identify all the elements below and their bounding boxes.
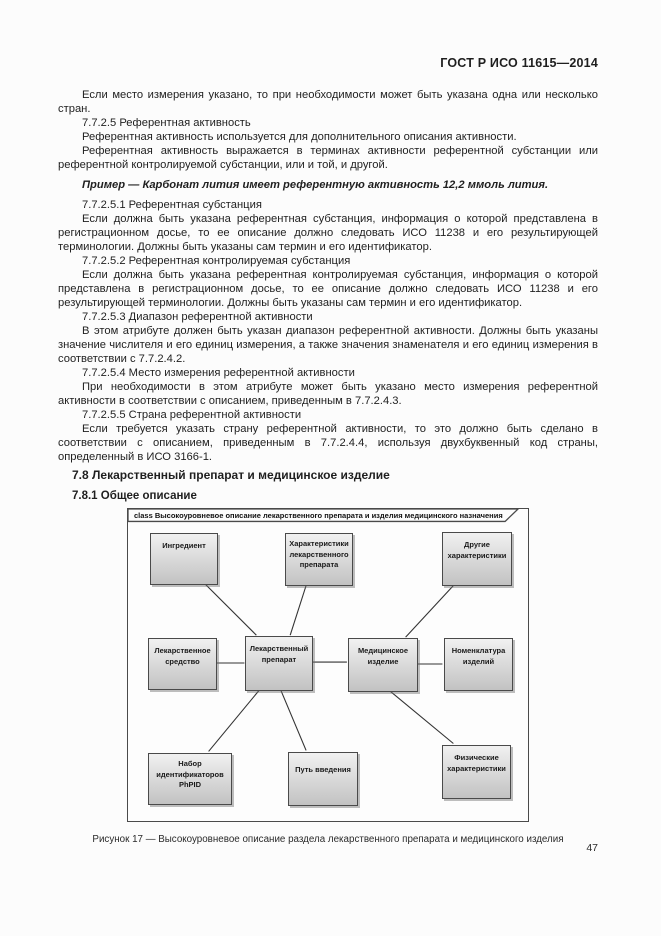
edge-device-physical: [389, 690, 454, 744]
section-heading-7-7-2-5-4: 7.7.2.5.4 Место измерения референтной ак…: [82, 367, 355, 379]
paragraph: Если место измерения указано, то при нео…: [58, 89, 598, 115]
diagram-node-drug-substance: Лекарственное средство: [148, 638, 217, 690]
paragraph: В этом атрибуте должен быть указан диапа…: [58, 325, 598, 365]
diagram-node-medicinal-product: Лекарственный препарат: [245, 636, 313, 691]
node-label: Физические характеристики: [447, 753, 506, 773]
example-note: Пример — Карбонат лития имеет референтну…: [82, 179, 549, 191]
section-heading-7-7-2-5-2: 7.7.2.5.2 Референтная контролируемая суб…: [82, 255, 351, 267]
edge-other-characteristics-device: [405, 584, 455, 638]
section-heading-7-8-1: 7.8.1 Общее описание: [72, 490, 197, 502]
diagram-node-route-of-administration: Путь введения: [288, 752, 358, 806]
section-heading-7-7-2-5-5: 7.7.2.5.5 Страна референтной активности: [82, 409, 302, 421]
section-heading-7-7-2-5-3: 7.7.2.5.3 Диапазон референтной активност…: [82, 311, 313, 323]
paragraph: Референтная активность используется для …: [82, 131, 517, 143]
diagram-node-medical-device: Медицинское изделие: [348, 638, 418, 692]
diagram-node-drug-characteristics: Характеристики лекарственного препарата: [285, 533, 353, 586]
diagram-frame-label: class Высокоуровневое описание лекарстве…: [134, 511, 503, 520]
edge-product-route: [279, 688, 307, 751]
node-label: Номенклатура изделий: [451, 646, 506, 666]
edge-characteristics-product: [289, 585, 307, 636]
page-number: 47: [586, 842, 598, 854]
node-label: Путь введения: [295, 765, 351, 774]
node-label: Ингредиент: [162, 541, 206, 550]
document-number: ГОСТ Р ИСО 11615—2014: [440, 56, 598, 70]
diagram-node-device-nomenclature: Номенклатура изделий: [444, 638, 513, 691]
uml-class-diagram: class Высокоуровневое описание лекарстве…: [127, 508, 529, 822]
node-label: Набор идентификаторов PhPID: [156, 759, 224, 789]
paragraph: Референтная активность выражается в терм…: [58, 145, 598, 171]
paragraph: Если требуется указать страну референтно…: [58, 423, 598, 463]
paragraph: Если должна быть указана референтная кон…: [58, 269, 598, 309]
document-body: Если место измерения указано, то при нео…: [58, 88, 598, 846]
node-label: Медицинское изделие: [357, 646, 409, 666]
node-label: Характеристики лекарственного препарата: [289, 539, 349, 569]
section-heading-7-7-2-5: 7.7.2.5 Референтная активность: [82, 117, 251, 129]
node-label: Лекарственное средство: [154, 646, 211, 666]
node-label: Лекарственный препарат: [249, 644, 309, 664]
diagram-node-phpid-set: Набор идентификаторов PhPID: [148, 753, 232, 805]
paragraph: Если должна быть указана референтная суб…: [58, 213, 598, 253]
node-label: Другие характеристики: [447, 540, 507, 560]
diagram-node-ingredient: Ингредиент: [150, 533, 218, 585]
paragraph: При необходимости в этом атрибуте может …: [58, 381, 598, 407]
section-heading-7-8: 7.8 Лекарственный препарат и медицинское…: [72, 468, 390, 482]
figure-caption: Рисунок 17 — Высокоуровневое описание ра…: [92, 834, 564, 845]
diagram-node-other-characteristics: Другие характеристики: [442, 532, 512, 586]
section-heading-7-7-2-5-1: 7.7.2.5.1 Референтная субстанция: [82, 199, 262, 211]
diagram-edges-layer: [128, 509, 519, 752]
edge-ingredient-product: [205, 584, 257, 636]
diagram-frame-tab: [128, 509, 519, 523]
diagram-node-physical-characteristics: Физические характеристики: [442, 745, 511, 799]
edge-product-phpid: [208, 688, 261, 752]
